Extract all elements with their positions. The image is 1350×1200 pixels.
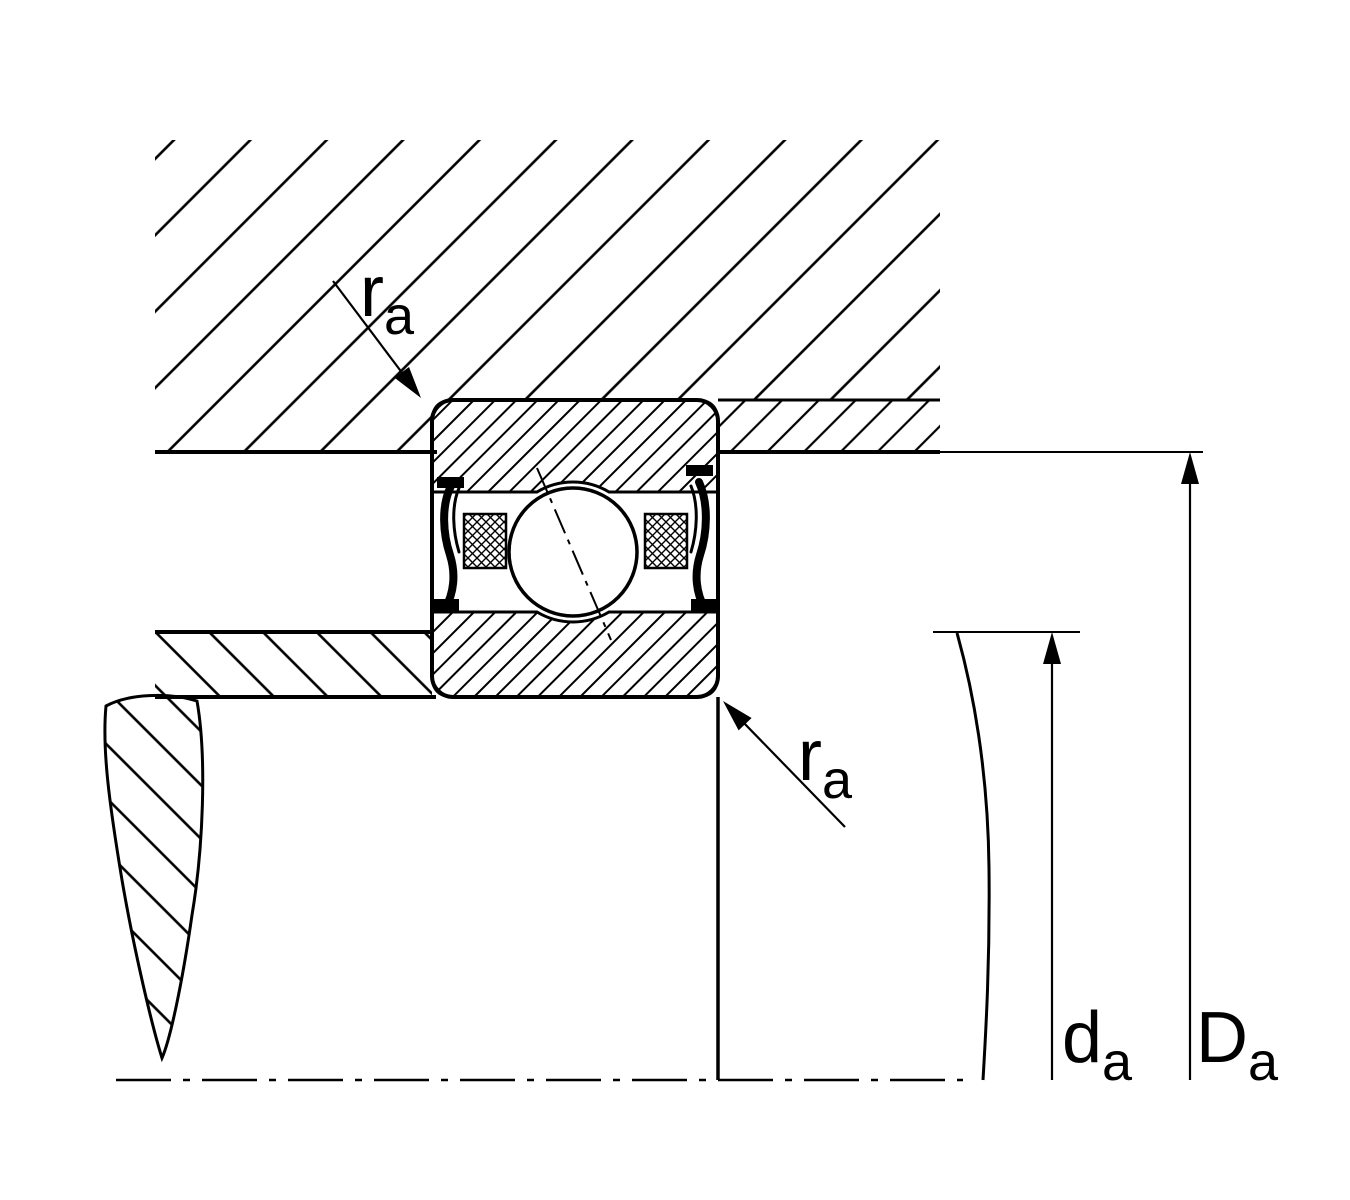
leader-ra-top: [332, 280, 421, 398]
inner-ring-section: [430, 610, 720, 699]
dimension-Da: [1181, 452, 1199, 1080]
bearing-outline: [430, 398, 720, 699]
shaft-break-section: [103, 693, 205, 1063]
label-da: da: [1062, 998, 1133, 1092]
seal-right-anchor-bottom: [691, 599, 717, 611]
dimension-da: [1043, 632, 1061, 1080]
arrowhead: [723, 701, 752, 731]
arrowhead: [394, 367, 421, 398]
shaft-abutment-contour: [955, 632, 991, 1081]
label-ra-top: ra: [360, 252, 415, 346]
arrowhead: [1181, 452, 1199, 484]
contact-angle-centerline: [536, 467, 612, 641]
label-Da: Da: [1196, 998, 1279, 1092]
arrowhead: [1043, 632, 1061, 664]
seal-left-anchor-bottom: [433, 599, 459, 611]
cage-right-section: [643, 512, 689, 570]
leader-ra-bottom: [723, 701, 846, 828]
seal-right: [686, 465, 717, 613]
label-ra-bottom: ra: [798, 716, 853, 810]
seal-right-anchor-top: [686, 465, 713, 476]
shaft-shoulder-section: [155, 632, 432, 697]
seal-left: [433, 477, 464, 613]
housing-shoulder-section: [718, 400, 940, 452]
cage-left-section: [462, 512, 508, 570]
housing-section: [155, 140, 940, 452]
outer-ring-section: [430, 398, 720, 494]
